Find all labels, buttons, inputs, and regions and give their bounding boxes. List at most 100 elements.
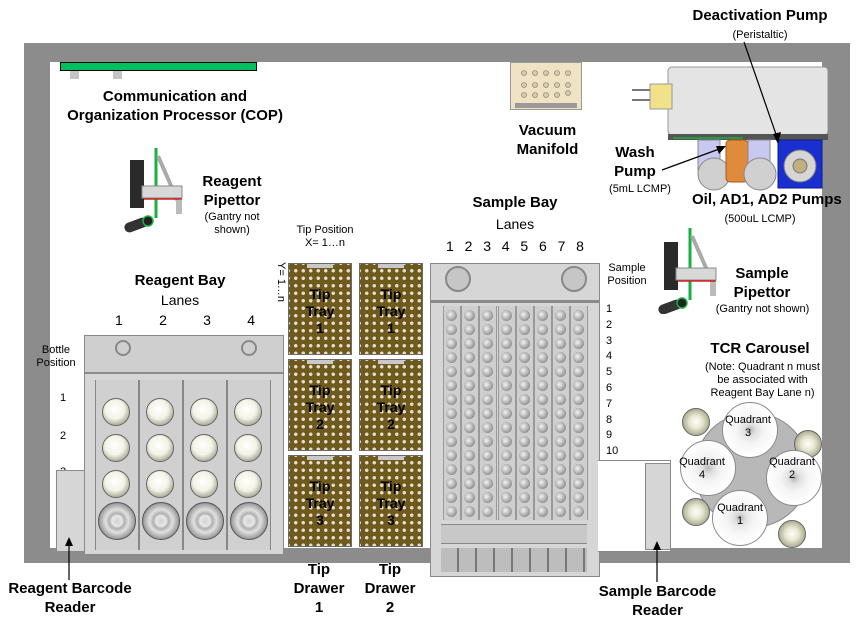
- reagent-bottle[interactable]: [102, 398, 130, 426]
- sample-well[interactable]: [464, 478, 476, 489]
- reagent-bottle[interactable]: [146, 398, 174, 426]
- sample-well[interactable]: [464, 324, 476, 335]
- sample-well[interactable]: [518, 422, 530, 433]
- reagent-bottle[interactable]: [102, 434, 130, 462]
- sample-well[interactable]: [537, 394, 548, 405]
- sample-well[interactable]: [518, 478, 530, 489]
- sample-well[interactable]: [573, 506, 585, 517]
- sample-well[interactable]: [555, 422, 567, 433]
- sample-well[interactable]: [573, 394, 585, 405]
- sample-well[interactable]: [446, 464, 457, 475]
- sample-well[interactable]: [555, 492, 567, 503]
- sample-well[interactable]: [518, 324, 530, 335]
- sample-well[interactable]: [573, 422, 585, 433]
- reagent-bottle[interactable]: [146, 470, 174, 498]
- sample-well[interactable]: [446, 352, 457, 363]
- sample-well[interactable]: [555, 366, 567, 377]
- sample-well[interactable]: [537, 310, 548, 321]
- reagent-bottle[interactable]: [234, 434, 262, 462]
- sample-well[interactable]: [500, 408, 512, 419]
- reagent-bottle[interactable]: [190, 470, 218, 498]
- sample-well[interactable]: [573, 464, 585, 475]
- sample-well[interactable]: [464, 436, 476, 447]
- sample-well[interactable]: [518, 408, 530, 419]
- sample-well[interactable]: [518, 380, 530, 391]
- sample-well[interactable]: [573, 478, 585, 489]
- sample-well[interactable]: [573, 408, 585, 419]
- sample-well[interactable]: [482, 366, 494, 377]
- sample-well[interactable]: [537, 478, 548, 489]
- sample-well[interactable]: [573, 436, 585, 447]
- sample-well[interactable]: [500, 324, 512, 335]
- sample-well[interactable]: [446, 492, 457, 503]
- sample-well[interactable]: [482, 422, 494, 433]
- sample-well[interactable]: [446, 422, 457, 433]
- sample-well[interactable]: [500, 310, 512, 321]
- sample-well[interactable]: [464, 352, 476, 363]
- sample-well[interactable]: [500, 352, 512, 363]
- quadrant-2[interactable]: [766, 450, 822, 506]
- reagent-bottle[interactable]: [190, 398, 218, 426]
- sample-well[interactable]: [482, 408, 494, 419]
- sample-well[interactable]: [500, 492, 512, 503]
- sample-well[interactable]: [537, 380, 548, 391]
- sample-well[interactable]: [464, 450, 476, 461]
- sample-well[interactable]: [482, 436, 494, 447]
- quadrant-1[interactable]: [712, 490, 768, 546]
- sample-well[interactable]: [537, 324, 548, 335]
- sample-well[interactable]: [482, 324, 494, 335]
- sample-well[interactable]: [573, 352, 585, 363]
- sample-well[interactable]: [537, 450, 548, 461]
- sample-well[interactable]: [573, 310, 585, 321]
- sample-well[interactable]: [555, 338, 567, 349]
- reagent-bottle[interactable]: [230, 502, 268, 540]
- reagent-bottle[interactable]: [146, 434, 174, 462]
- sample-well[interactable]: [482, 352, 494, 363]
- sample-well[interactable]: [482, 338, 494, 349]
- sample-well[interactable]: [555, 478, 567, 489]
- sample-well[interactable]: [537, 506, 548, 517]
- sample-well[interactable]: [518, 394, 530, 405]
- sample-well[interactable]: [464, 310, 476, 321]
- sample-well[interactable]: [500, 506, 512, 517]
- sample-well[interactable]: [518, 352, 530, 363]
- sample-well[interactable]: [464, 464, 476, 475]
- sample-well[interactable]: [500, 464, 512, 475]
- sample-well[interactable]: [573, 492, 585, 503]
- sample-well[interactable]: [446, 380, 457, 391]
- sample-well[interactable]: [518, 450, 530, 461]
- reagent-bottle[interactable]: [102, 470, 130, 498]
- sample-well[interactable]: [555, 324, 567, 335]
- sample-well[interactable]: [537, 492, 548, 503]
- sample-well[interactable]: [500, 338, 512, 349]
- sample-well[interactable]: [573, 450, 585, 461]
- sample-well[interactable]: [464, 408, 476, 419]
- sample-well[interactable]: [446, 478, 457, 489]
- sample-well[interactable]: [573, 380, 585, 391]
- sample-well[interactable]: [464, 380, 476, 391]
- sample-well[interactable]: [518, 464, 530, 475]
- sample-well[interactable]: [537, 338, 548, 349]
- sample-well[interactable]: [518, 506, 530, 517]
- sample-well[interactable]: [482, 478, 494, 489]
- reagent-bottle[interactable]: [234, 398, 262, 426]
- sample-well[interactable]: [555, 310, 567, 321]
- sample-well[interactable]: [500, 394, 512, 405]
- sample-well[interactable]: [464, 492, 476, 503]
- sample-well[interactable]: [464, 506, 476, 517]
- sample-well[interactable]: [500, 478, 512, 489]
- sample-well[interactable]: [555, 380, 567, 391]
- sample-well[interactable]: [555, 352, 567, 363]
- sample-well[interactable]: [518, 492, 530, 503]
- reagent-bottle[interactable]: [98, 502, 136, 540]
- sample-well[interactable]: [464, 394, 476, 405]
- sample-well[interactable]: [446, 394, 457, 405]
- reagent-bottle[interactable]: [190, 434, 218, 462]
- sample-well[interactable]: [537, 436, 548, 447]
- sample-well[interactable]: [500, 380, 512, 391]
